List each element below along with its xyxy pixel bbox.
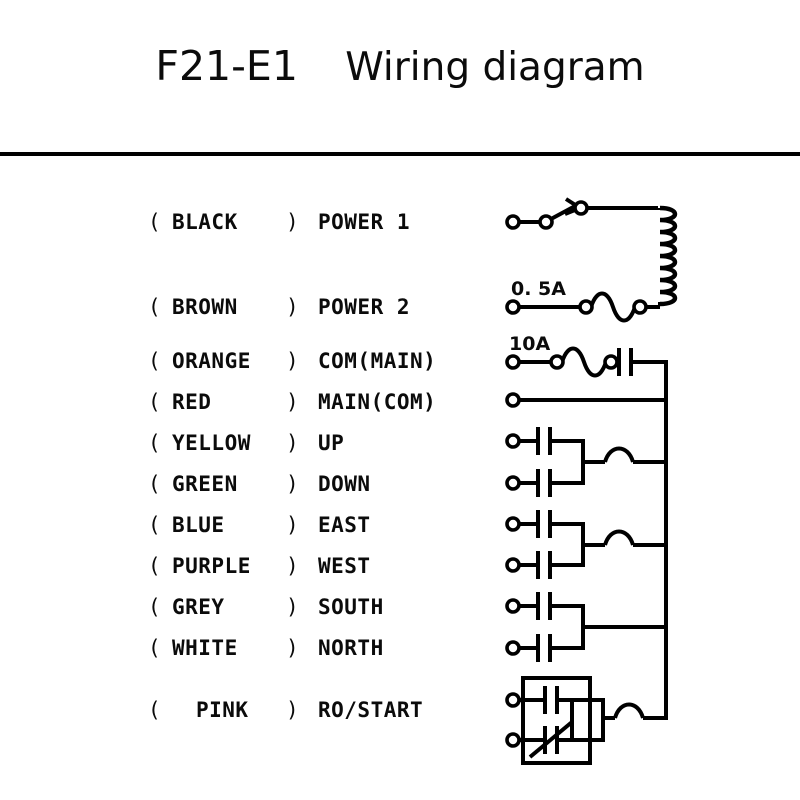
main-com-branch — [505, 392, 668, 408]
legend-row-pink: ( PINK ) RO/START — [0, 698, 500, 724]
wire-color-label: BLACK — [172, 210, 238, 234]
header-divider — [0, 152, 800, 156]
ro-start-selector-assembly — [505, 676, 668, 765]
title-text: Wiring diagram — [345, 45, 645, 90]
wire-function-label: DOWN — [318, 472, 371, 496]
paren-close-icon: ) — [286, 431, 299, 455]
wire-color-label: BLUE — [172, 513, 225, 537]
legend-row-purple: ( PURPLE ) WEST — [0, 554, 500, 580]
paren-close-icon: ) — [286, 210, 299, 234]
paren-open-icon: ( — [148, 390, 161, 414]
paren-close-icon: ) — [286, 636, 299, 660]
legend-row-yellow: ( YELLOW ) UP — [0, 431, 500, 457]
paren-close-icon: ) — [286, 390, 299, 414]
paren-open-icon: ( — [148, 636, 161, 660]
legend-row-red: ( RED ) MAIN(COM) — [0, 390, 500, 416]
legend-list: ( BLACK ) POWER 1 ( BROWN ) POWER 2 ( OR… — [0, 210, 500, 724]
legend-row-blue: ( BLUE ) EAST — [0, 513, 500, 539]
wire-function-label: WEST — [318, 554, 371, 578]
fuse-rating-0-5a: 0. 5A — [511, 278, 566, 300]
legend-row-green: ( GREEN ) DOWN — [0, 472, 500, 498]
wire-function-label: COM(MAIN) — [318, 349, 437, 373]
paren-close-icon: ) — [286, 349, 299, 373]
south-north-contact-pair — [505, 592, 668, 662]
paren-open-icon: ( — [148, 295, 161, 319]
paren-open-icon: ( — [148, 349, 161, 373]
paren-open-icon: ( — [148, 210, 161, 234]
wire-function-label: MAIN(COM) — [318, 390, 437, 414]
up-down-contact-pair — [505, 427, 668, 497]
legend-row-grey: ( GREY ) SOUTH — [0, 595, 500, 621]
wire-color-label: PINK — [196, 698, 249, 722]
wire-color-label: PURPLE — [172, 554, 251, 578]
wire-color-label: WHITE — [172, 636, 238, 660]
paren-open-icon: ( — [148, 595, 161, 619]
power1-switch-branch — [505, 197, 658, 230]
model-number: F21-E1 — [155, 42, 298, 90]
legend-row-orange: ( ORANGE ) COM(MAIN) — [0, 349, 500, 375]
wire-color-label: ORANGE — [172, 349, 251, 373]
legend-row-brown: ( BROWN ) POWER 2 — [0, 295, 500, 321]
legend-row-black: ( BLACK ) POWER 1 — [0, 210, 500, 236]
paren-open-icon: ( — [148, 431, 161, 455]
paren-close-icon: ) — [286, 554, 299, 578]
paren-close-icon: ) — [286, 295, 299, 319]
wire-color-label: GREY — [172, 595, 225, 619]
diagram-header: F21-E1 Wiring diagram — [0, 0, 800, 156]
wire-color-label: YELLOW — [172, 431, 251, 455]
wire-function-label: UP — [318, 431, 345, 455]
legend-row-white: ( WHITE ) NORTH — [0, 636, 500, 662]
paren-close-icon: ) — [286, 595, 299, 619]
wire-color-label: RED — [172, 390, 212, 414]
paren-open-icon: ( — [148, 554, 161, 578]
wire-function-label: RO/START — [318, 698, 424, 722]
wire-function-label: POWER 2 — [318, 295, 411, 319]
page-title: F21-E1 Wiring diagram — [0, 42, 800, 90]
power2-fuse-branch: 0. 5A — [505, 278, 660, 323]
paren-close-icon: ) — [286, 513, 299, 537]
wire-function-label: NORTH — [318, 636, 384, 660]
wire-color-label: GREEN — [172, 472, 238, 496]
east-west-contact-pair — [505, 510, 668, 579]
coil-icon — [658, 205, 678, 307]
paren-close-icon: ) — [286, 472, 299, 496]
paren-open-icon: ( — [148, 698, 161, 722]
wire-function-label: EAST — [318, 513, 371, 537]
paren-close-icon: ) — [286, 698, 299, 722]
wire-function-label: SOUTH — [318, 595, 384, 619]
paren-open-icon: ( — [148, 513, 161, 537]
wire-color-label: BROWN — [172, 295, 238, 319]
wire-function-label: POWER 1 — [318, 210, 411, 234]
com-main-branch: 10A — [505, 333, 668, 378]
fuse-rating-10a: 10A — [509, 333, 550, 355]
paren-open-icon: ( — [148, 472, 161, 496]
